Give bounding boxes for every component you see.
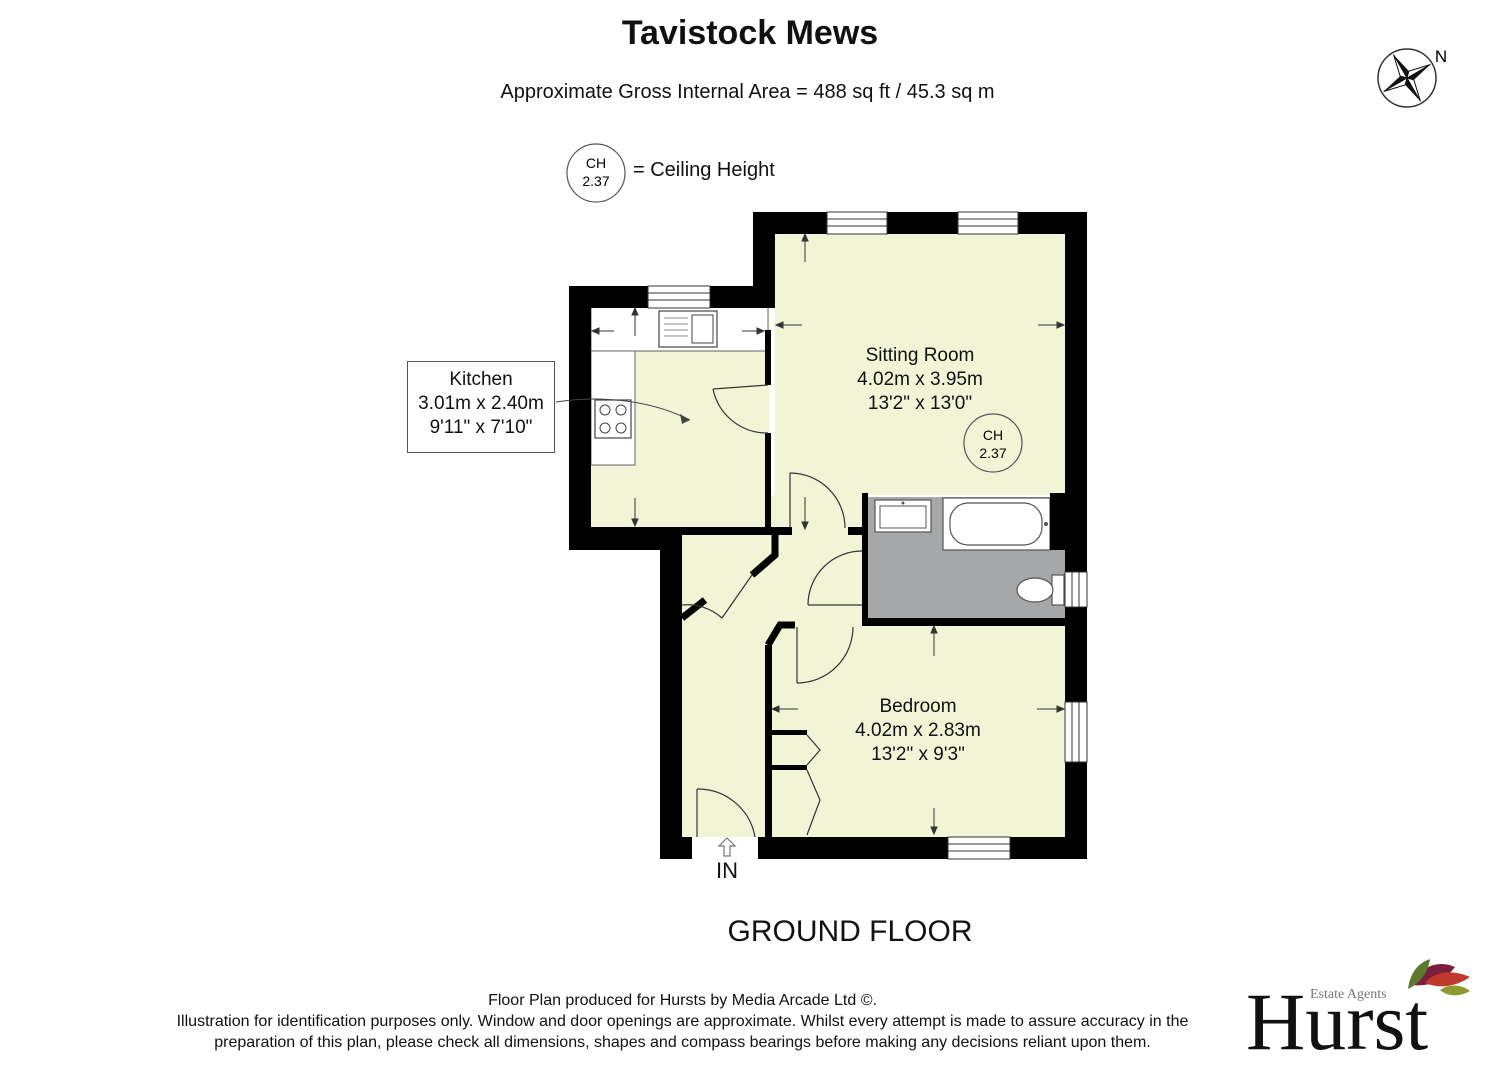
hallway-angled-walls — [679, 533, 795, 647]
compass-north-label: N — [1435, 47, 1447, 66]
sitting-room-name: Sitting Room — [865, 345, 975, 366]
disclaimer-line-3: preparation of this plan, please check a… — [214, 1034, 1151, 1051]
compass-icon — [1377, 48, 1437, 108]
basin-icon — [874, 499, 932, 533]
ceiling-height-legend-text: = Ceiling Height — [633, 159, 775, 181]
bath-icon — [942, 497, 1051, 551]
disclaimer: Floor Plan produced for Hursts by Media … — [120, 990, 1245, 1053]
logo-tagline: Estate Agents — [1310, 987, 1387, 1002]
gross-area: Approximate Gross Internal Area = 488 sq… — [500, 81, 995, 103]
kitchen-metric: 3.01m x 2.40m — [418, 393, 544, 414]
entrance-arrow-icon — [717, 837, 737, 857]
sitting-room-label: Sitting Room 4.02m x 3.95m 13'2" x 13'0" — [820, 344, 1020, 416]
floor-label: GROUND FLOOR — [727, 915, 973, 948]
logo-leaves-icon — [1408, 959, 1470, 996]
disclaimer-line-1: Floor Plan produced for Hursts by Media … — [488, 992, 877, 1009]
toilet-icon — [1016, 574, 1065, 606]
sitting-ch-value: 2.37 — [979, 445, 1006, 461]
plan-title: Tavistock Mews — [621, 14, 879, 52]
bedroom-label: Bedroom 4.02m x 2.83m 13'2" x 9'3" — [818, 695, 1018, 767]
bedroom-metric: 4.02m x 2.83m — [855, 720, 981, 741]
hob-icon — [594, 399, 632, 439]
bedroom-imperial: 13'2" x 9'3" — [871, 744, 965, 765]
logo-name: Hurst — [1246, 976, 1429, 1067]
sitting-room-ceiling-height: CH 2.37 — [963, 413, 1023, 473]
sink-icon — [658, 310, 718, 348]
kitchen-imperial: 9'11" x 7'10" — [429, 417, 533, 438]
doors — [681, 384, 863, 838]
sitting-room-metric: 4.02m x 3.95m — [857, 369, 983, 390]
legend-ch-value: 2.37 — [582, 173, 609, 189]
legend-ch-label: CH — [586, 155, 606, 171]
kitchen-label: Kitchen 3.01m x 2.40m 9'11" x 7'10" — [407, 361, 555, 453]
kitchen-label-leader — [555, 398, 691, 421]
ceiling-height-legend-circle: CH 2.37 — [566, 143, 626, 203]
dimension-arrows — [590, 232, 1066, 836]
sitting-ch-label: CH — [983, 427, 1003, 443]
hurst-logo: Estate Agents Hurst — [1240, 955, 1470, 1065]
windows — [647, 211, 1088, 860]
disclaimer-line-2: Illustration for identification purposes… — [176, 1013, 1189, 1030]
kitchen-name: Kitchen — [449, 369, 513, 390]
sitting-room-imperial: 13'2" x 13'0" — [867, 393, 973, 414]
bedroom-name: Bedroom — [879, 696, 957, 717]
entrance-label: IN — [716, 858, 738, 883]
